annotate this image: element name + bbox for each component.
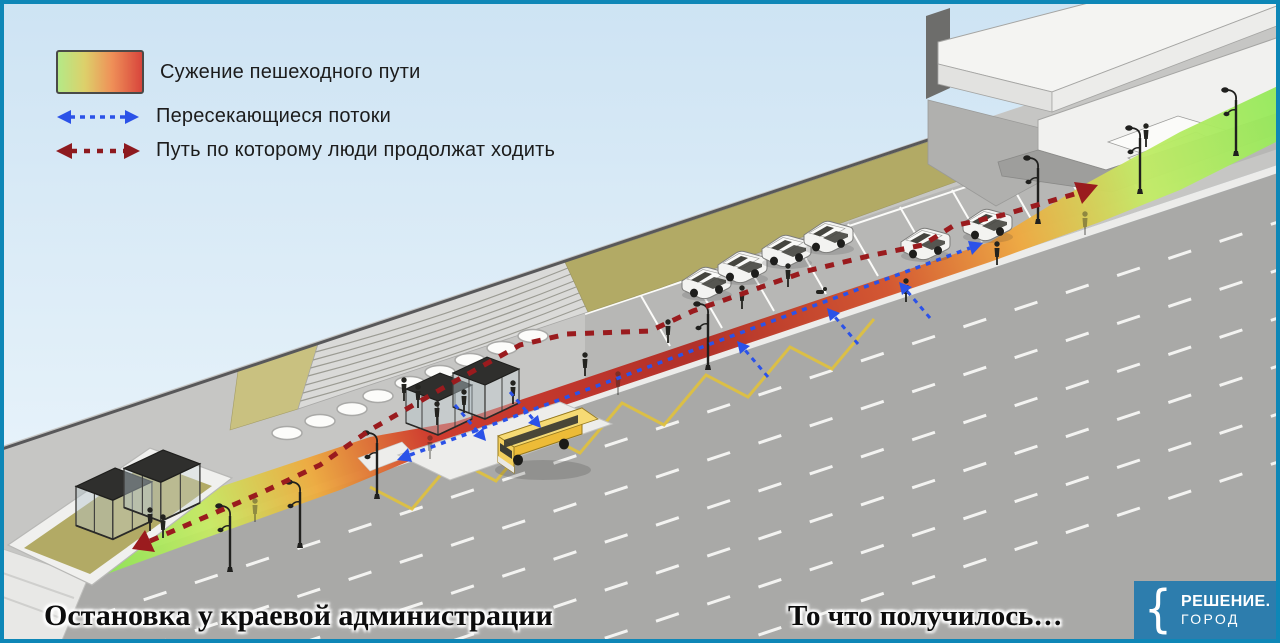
building-plinth <box>997 113 1276 193</box>
logo-reshenie-gorod: { РЕШЕНИЕ. ГОРОД <box>1134 581 1276 639</box>
legend-item-narrowing-path: Сужение пешеходного пути <box>56 50 555 94</box>
blue-double-arrow-icon <box>57 109 139 124</box>
legend-label: Пересекающиеся потоки <box>156 105 392 127</box>
caption-left: Остановка у краевой администрации <box>44 599 553 632</box>
darkred-double-arrow-icon <box>56 142 140 159</box>
scene-illustration <box>4 4 1276 639</box>
desire-path-arrow <box>132 182 1098 552</box>
crossing-flow-arrows <box>397 241 983 462</box>
logo-brace-icon: { <box>1144 580 1172 639</box>
dog <box>816 287 827 294</box>
pedestrians <box>147 123 1149 538</box>
desire-path-arrowhead-left <box>132 530 155 552</box>
sidewalk-back-edge <box>4 134 941 450</box>
logo-line2: ГОРОД <box>1181 611 1240 628</box>
gradient-swatch-icon <box>56 50 144 94</box>
legend-item-crossing-flows: Пересекающиеся потоки <box>56 105 555 128</box>
road <box>4 173 1276 639</box>
lane-markings <box>21 221 1276 639</box>
marshrutka-minibus <box>495 407 599 480</box>
caption-right: То что получилось… <box>788 600 1063 632</box>
logo-line1: РЕШЕНИЕ. <box>1181 593 1271 610</box>
legend-label: Сужение пешеходного пути <box>160 60 421 83</box>
legend-label: Путь по которому люди продолжат ходить <box>156 139 556 161</box>
legend: Сужение пешеходного пути Пересекающиеся … <box>56 50 555 173</box>
legend-item-walking-path: Путь по которому люди продолжат ходить <box>56 139 555 162</box>
desire-path-arrowhead-right <box>1074 182 1098 204</box>
